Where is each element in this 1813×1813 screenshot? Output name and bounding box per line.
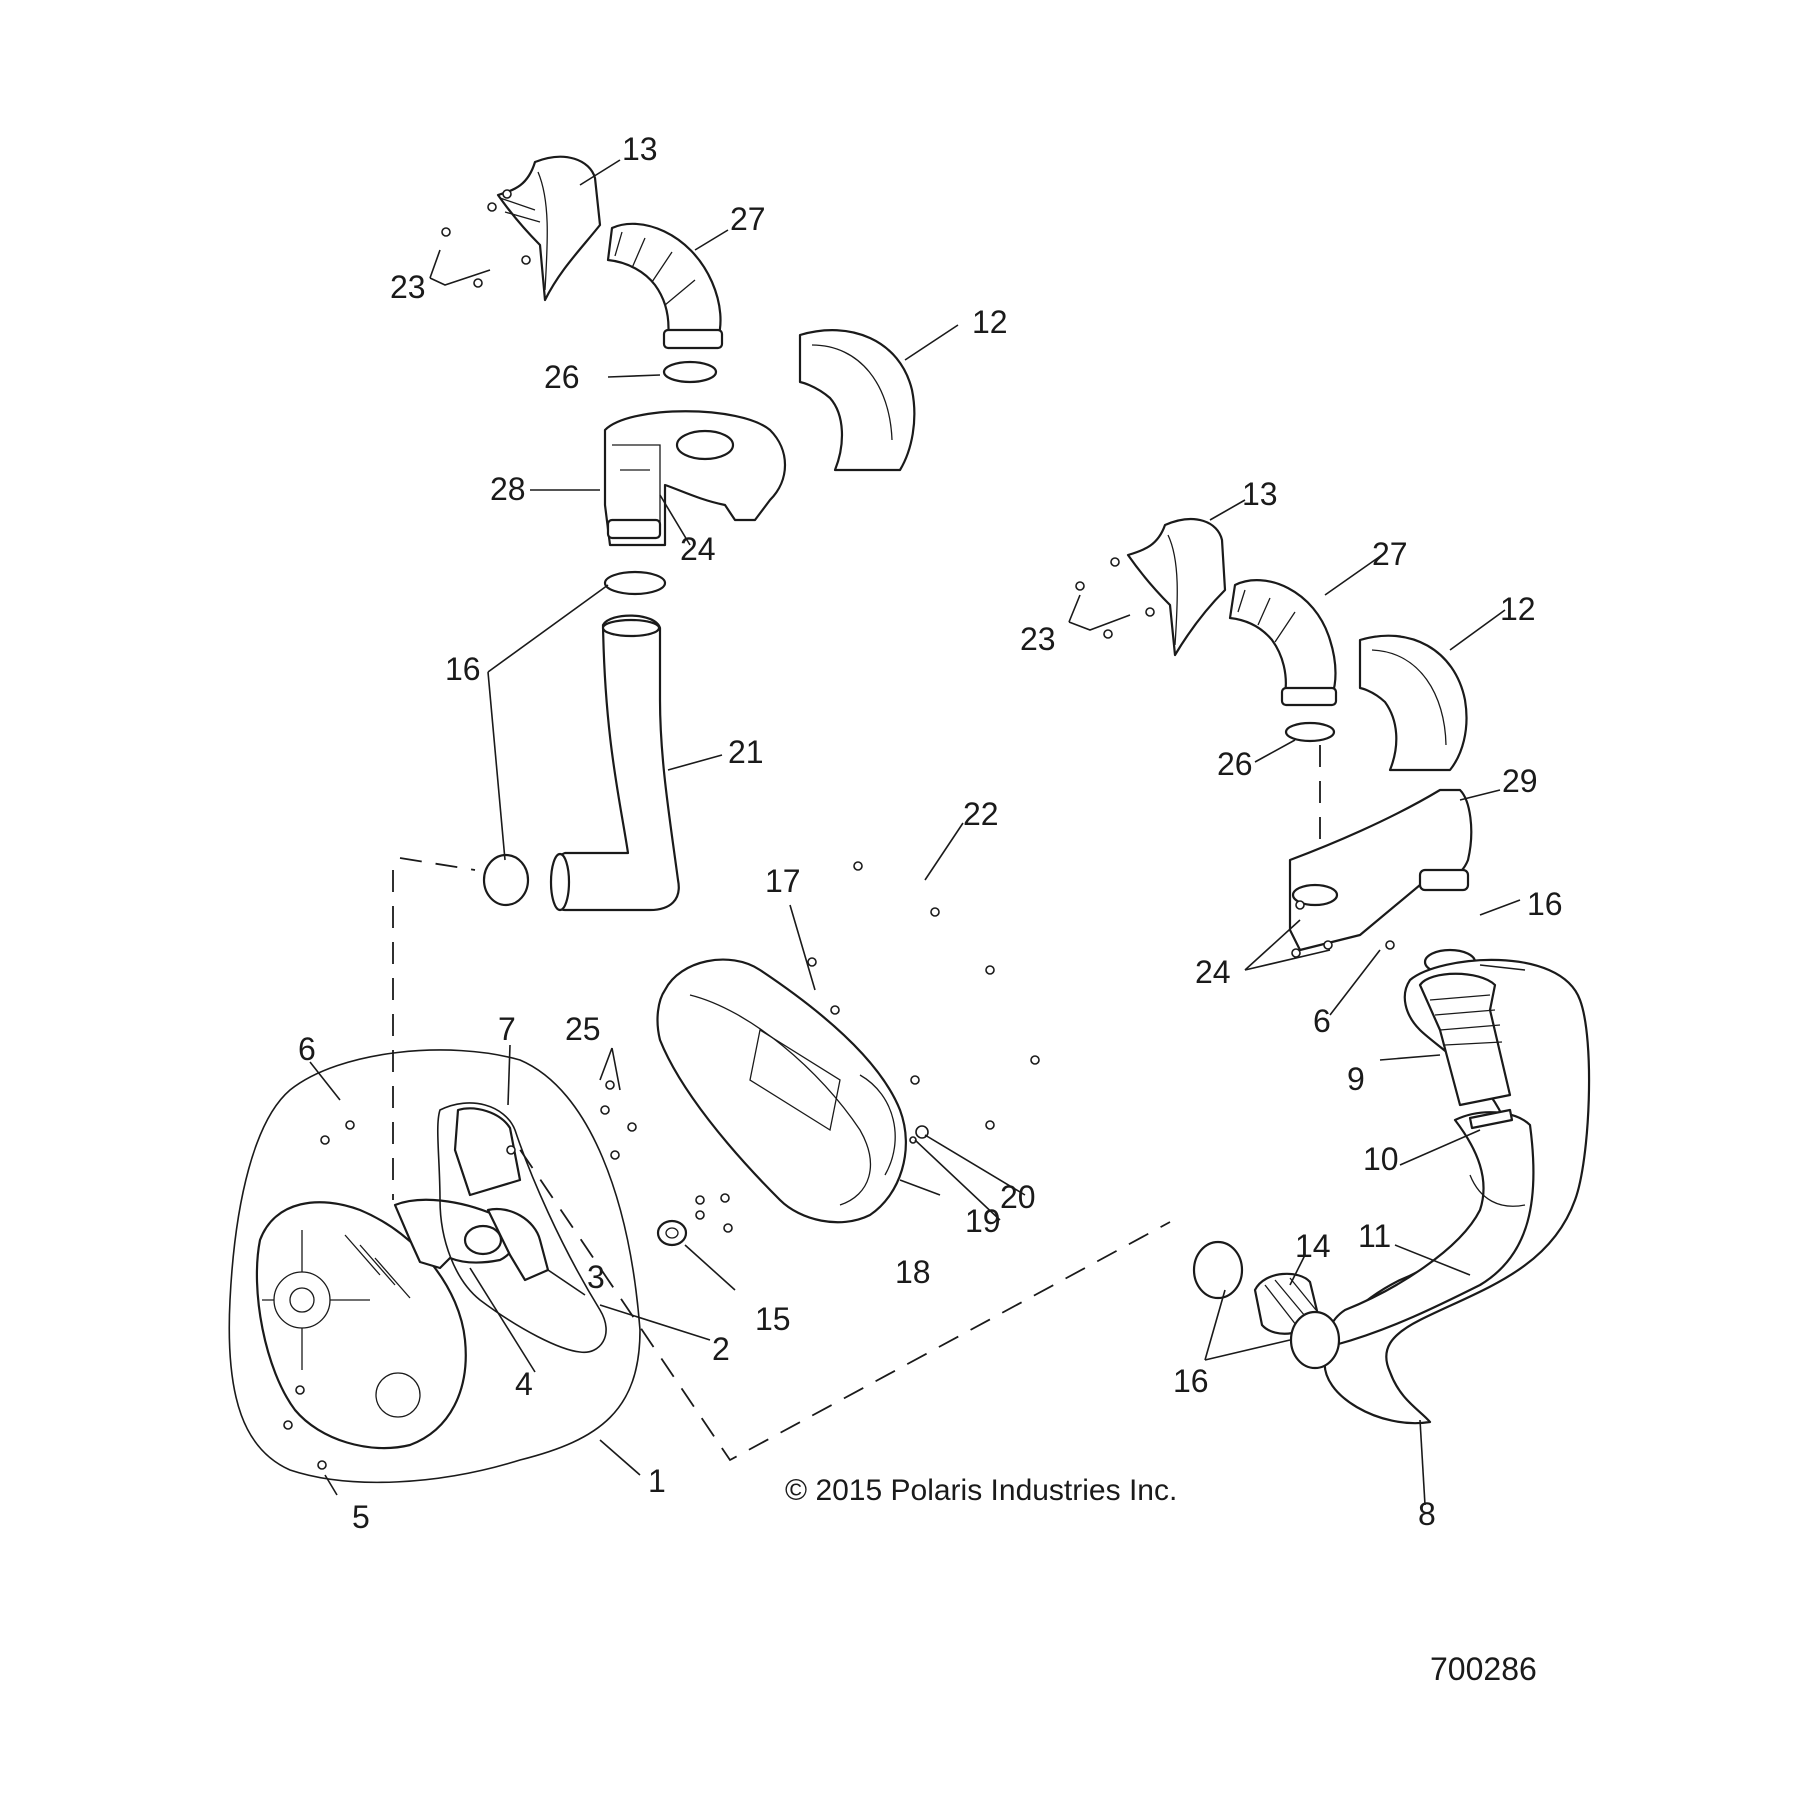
inner-cover-assembly-1 xyxy=(228,1049,641,1484)
outer-cover-18 xyxy=(656,958,907,1224)
callout-2: 2 xyxy=(712,1331,730,1367)
callout-5: 5 xyxy=(352,1499,370,1535)
callout-18: 18 xyxy=(895,1254,931,1290)
callout-21: 21 xyxy=(728,734,764,770)
callout-14: 14 xyxy=(1295,1228,1331,1264)
callout-28: 28 xyxy=(490,471,526,507)
plenum-28 xyxy=(603,410,787,547)
callout-23-right: 23 xyxy=(1020,621,1056,657)
callout-6-left: 6 xyxy=(298,1031,316,1067)
callout-7: 7 xyxy=(498,1011,516,1047)
duct-3 xyxy=(486,1207,550,1282)
callout-17: 17 xyxy=(765,863,801,899)
washer-15 xyxy=(656,1219,688,1247)
callout-10: 10 xyxy=(1363,1141,1399,1177)
outlet-duct-12-top xyxy=(798,329,916,472)
boot-9 xyxy=(1418,972,1512,1107)
intake-tube-21 xyxy=(549,614,680,912)
callout-29: 29 xyxy=(1502,763,1538,799)
callout-3: 3 xyxy=(587,1259,605,1295)
leader-lines xyxy=(309,159,1526,1506)
drawing-number: 700286 xyxy=(1430,1651,1537,1687)
callout-1: 1 xyxy=(648,1463,666,1499)
elbow-duct-27-right xyxy=(1228,579,1338,707)
callout-8: 8 xyxy=(1418,1496,1436,1532)
callout-16-right: 16 xyxy=(1527,886,1563,922)
callout-labels: 13 27 23 12 26 28 24 16 21 22 17 13 27 2… xyxy=(298,131,1563,1535)
callout-11: 11 xyxy=(1358,1218,1391,1254)
callout-12-top: 12 xyxy=(972,304,1008,340)
callout-6-right: 6 xyxy=(1313,1003,1331,1039)
callout-27-top: 27 xyxy=(730,201,766,237)
clamp-16-mid xyxy=(482,853,530,907)
callout-22: 22 xyxy=(963,796,999,832)
clamp-16-upper xyxy=(603,570,667,596)
housing-1 xyxy=(255,1201,467,1450)
callout-23-top: 23 xyxy=(390,269,426,305)
callout-20: 20 xyxy=(1000,1179,1036,1215)
callout-9: 9 xyxy=(1347,1061,1365,1097)
callout-16-upper: 16 xyxy=(445,651,481,687)
clamp-ring-26-right xyxy=(1284,721,1336,743)
callout-24-right: 24 xyxy=(1195,954,1231,990)
clamp-10 xyxy=(1468,1108,1514,1130)
seal-2 xyxy=(436,1102,607,1353)
alignment-lines xyxy=(392,745,1321,1462)
elbow-duct-27-top xyxy=(606,222,724,350)
plate-7 xyxy=(453,1107,522,1197)
callout-13-top: 13 xyxy=(622,131,658,167)
callout-26-top: 26 xyxy=(544,359,580,395)
clamp-ring-26-top xyxy=(662,360,718,384)
deflector-13-top xyxy=(496,155,602,302)
callout-12-right: 12 xyxy=(1500,591,1536,627)
clamp-16-lower-left xyxy=(1192,1240,1244,1300)
callout-4: 4 xyxy=(515,1366,533,1402)
callout-25: 25 xyxy=(565,1011,601,1047)
transfer-duct-29 xyxy=(1288,788,1473,952)
copyright-notice: © 2015 Polaris Industries Inc. xyxy=(785,1474,1177,1507)
deflector-13-right xyxy=(1126,518,1227,657)
callout-26-right: 26 xyxy=(1217,746,1253,782)
outlet-duct-12-right xyxy=(1358,634,1468,772)
hose-11 xyxy=(1328,1111,1535,1347)
callout-15: 15 xyxy=(755,1301,791,1337)
callout-19: 19 xyxy=(965,1203,1001,1239)
callout-16-lower: 16 xyxy=(1173,1363,1209,1399)
callout-24-top: 24 xyxy=(680,531,716,567)
clamp-16-lower-right xyxy=(1289,1310,1341,1370)
callout-13-right: 13 xyxy=(1242,476,1278,512)
callout-27-right: 27 xyxy=(1372,536,1408,572)
